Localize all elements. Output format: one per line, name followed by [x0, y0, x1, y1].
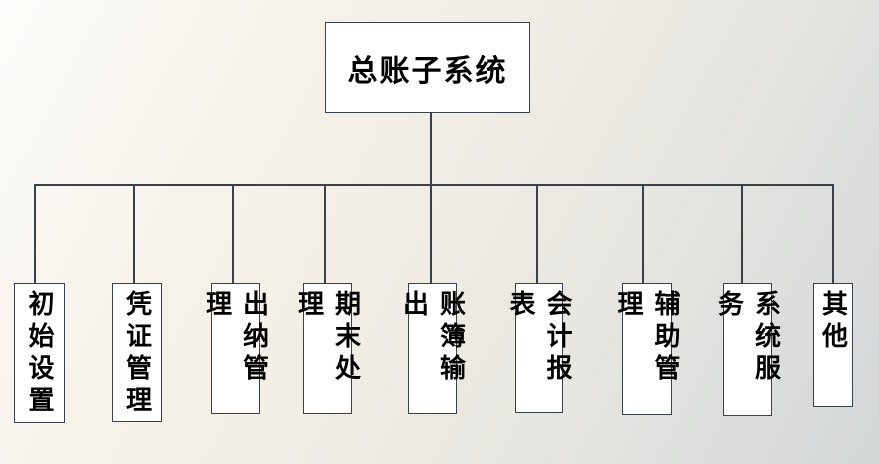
- node-others: 其他: [813, 283, 853, 407]
- root-node-label: 总账子系统: [347, 53, 508, 89]
- node-accounting-reports: 会计报表: [505, 283, 572, 413]
- connector-drop-others: [832, 184, 834, 283]
- node-system-services-label: 系统服务: [713, 290, 781, 386]
- node-others-label: 其他: [817, 290, 848, 354]
- node-ledger-output: 账簿输出: [399, 283, 466, 414]
- connector-drop-voucher-management: [133, 184, 135, 283]
- node-auxiliary-management-label: 辅助管理: [613, 290, 680, 386]
- connector-drop-auxiliary-management: [642, 184, 644, 283]
- connector-root-drop: [430, 112, 432, 185]
- node-cashier-management-label: 出纳管理: [201, 290, 269, 386]
- node-period-end-processing: 期末处理: [294, 283, 361, 414]
- node-accounting-reports-label: 会计报表: [505, 290, 572, 386]
- node-voucher-management: 凭证管理: [112, 283, 162, 422]
- node-system-services: 系统服务: [714, 283, 781, 416]
- connector-drop-cashier-management: [232, 184, 234, 283]
- node-ledger-output-label: 账簿输出: [398, 290, 466, 386]
- node-auxiliary-management: 辅助管理: [613, 283, 680, 415]
- node-cashier-management: 出纳管理: [202, 283, 269, 414]
- node-general-ledger-root: 总账子系统: [325, 22, 530, 113]
- connector-drop-initial-setup: [34, 184, 36, 283]
- connector-drop-ledger-output: [430, 184, 432, 283]
- connector-drop-system-services: [741, 184, 743, 283]
- connector-drop-accounting-reports: [536, 184, 538, 283]
- node-initial-setup-label: 初始设置: [24, 290, 54, 418]
- connector-horizontal-bus: [34, 184, 833, 186]
- node-period-end-processing-label: 期末处理: [293, 290, 361, 386]
- node-initial-setup: 初始设置: [14, 283, 65, 423]
- node-voucher-management-label: 凭证管理: [121, 290, 152, 418]
- connector-drop-period-end-processing: [324, 184, 326, 283]
